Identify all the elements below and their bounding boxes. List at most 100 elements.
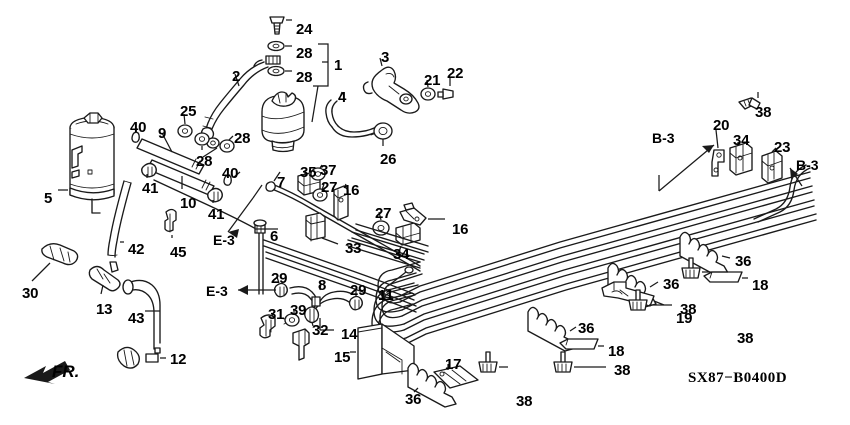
callout-38[interactable]: 38 [614, 362, 631, 379]
part-43-hose [122, 279, 161, 350]
callout-17[interactable]: 17 [445, 356, 462, 373]
callout-41[interactable]: 41 [208, 206, 225, 223]
callout-40[interactable]: 40 [130, 119, 147, 136]
callout-27[interactable]: 27 [321, 179, 338, 196]
part-38-bolt-a [738, 92, 761, 110]
section-ref-b3-left[interactable]: B-3 [652, 130, 675, 146]
callout-28[interactable]: 28 [296, 69, 313, 86]
callout-4[interactable]: 4 [338, 89, 347, 106]
callout-11[interactable]: 11 [378, 287, 394, 304]
callout-28[interactable]: 28 [196, 153, 213, 170]
callout-3[interactable]: 3 [381, 49, 390, 66]
callout-15[interactable]: 15 [334, 349, 351, 366]
part-14-bracket [292, 318, 334, 361]
callout-19[interactable]: 19 [676, 310, 693, 327]
callout-38[interactable]: 38 [680, 301, 697, 318]
callout-26[interactable]: 26 [380, 151, 397, 168]
part-33-clamp [305, 212, 339, 245]
callout-36[interactable]: 36 [578, 320, 595, 337]
part-24-bolt [269, 16, 292, 35]
callout-8[interactable]: 8 [318, 277, 327, 294]
callout-39[interactable]: 39 [290, 302, 307, 319]
callout-29[interactable]: 29 [350, 282, 367, 299]
callout-33[interactable]: 33 [345, 240, 362, 257]
part-37-nut [310, 164, 326, 181]
callout-18[interactable]: 18 [752, 277, 769, 294]
section-ref-e3-upper[interactable]: E-3 [213, 232, 235, 248]
callout-34[interactable]: 34 [393, 246, 410, 263]
part-41-clip-lower [207, 187, 223, 203]
part-9-tube [136, 132, 205, 175]
callout-6[interactable]: 6 [270, 228, 279, 245]
part-13-valve [88, 261, 121, 295]
filter-inlet-fitting [253, 55, 281, 67]
part-28-washer-center [194, 132, 210, 150]
e3-upper-arrow [227, 184, 263, 238]
upper-pipe-run [263, 239, 417, 313]
callout-5[interactable]: 5 [44, 190, 53, 207]
callout-23[interactable]: 23 [774, 139, 791, 156]
callout-29[interactable]: 29 [271, 270, 288, 287]
callout-36[interactable]: 36 [735, 253, 752, 270]
callout-16[interactable]: 16 [452, 221, 469, 238]
part-34-clamp-right [729, 142, 753, 176]
callout-31[interactable]: 31 [268, 306, 285, 323]
callout-34[interactable]: 34 [733, 132, 750, 149]
callout-41[interactable]: 41 [142, 180, 159, 197]
callout-28[interactable]: 28 [234, 130, 251, 147]
callout-36[interactable]: 36 [405, 391, 422, 408]
part-29-clip-right [348, 290, 363, 311]
part-15-heat-shield [350, 323, 415, 380]
callout-12[interactable]: 12 [170, 351, 187, 368]
part-17-bracket [433, 364, 479, 389]
callout-45[interactable]: 45 [170, 244, 187, 261]
callout-32[interactable]: 32 [312, 322, 329, 339]
callout-7[interactable]: 7 [277, 174, 286, 191]
part-28-washer-lower [267, 65, 292, 77]
callout-42[interactable]: 42 [128, 241, 145, 258]
part-18-bracket-b [559, 338, 604, 350]
section-ref-e3-lower[interactable]: E-3 [206, 283, 228, 299]
part-27-nut-upper [312, 183, 328, 202]
callout-2[interactable]: 2 [232, 68, 241, 85]
callout-38[interactable]: 38 [516, 393, 533, 410]
part-23-clamp [761, 147, 783, 184]
part-38-bolt-c [628, 289, 672, 311]
callout-22[interactable]: 22 [447, 65, 464, 82]
b3-left-arrow [658, 144, 715, 192]
part-38-bolt-d [478, 351, 508, 373]
section-ref-b3-right[interactable]: B-3 [796, 157, 819, 173]
callout-35[interactable]: 35 [300, 164, 317, 181]
b3-right-arrow [753, 164, 811, 223]
callout-38[interactable]: 38 [755, 104, 772, 121]
part-6-pipe [153, 179, 278, 295]
callout-16[interactable]: 16 [343, 182, 360, 199]
part-1-fuel-filter [261, 85, 319, 153]
callout-1[interactable]: 1 [334, 57, 343, 74]
callout-27[interactable]: 27 [375, 205, 392, 222]
callout-38[interactable]: 38 [737, 330, 754, 347]
callout-25[interactable]: 25 [180, 103, 197, 120]
callout-24[interactable]: 24 [296, 21, 313, 38]
callout-30[interactable]: 30 [22, 285, 39, 302]
part-30-clip [31, 243, 79, 282]
part-39-grommet [283, 310, 300, 327]
callout-28[interactable]: 28 [296, 45, 313, 62]
callout-37[interactable]: 37 [320, 162, 337, 179]
part-21-grommet [420, 79, 436, 101]
callout-9[interactable]: 9 [158, 125, 167, 142]
callout-43[interactable]: 43 [128, 310, 145, 327]
callout-14[interactable]: 14 [341, 326, 358, 343]
callout-36[interactable]: 36 [663, 276, 680, 293]
part-16-bracket-lower [399, 202, 445, 226]
callout-20[interactable]: 20 [713, 117, 730, 134]
part-3-bracket [362, 57, 420, 114]
callout-13[interactable]: 13 [96, 301, 113, 318]
callout-21[interactable]: 21 [424, 72, 441, 89]
callout-18[interactable]: 18 [608, 343, 625, 360]
part-29-clip-left [273, 276, 288, 298]
part-26-grommet [370, 122, 393, 146]
callout-10[interactable]: 10 [180, 195, 197, 212]
callout-40[interactable]: 40 [222, 165, 239, 182]
